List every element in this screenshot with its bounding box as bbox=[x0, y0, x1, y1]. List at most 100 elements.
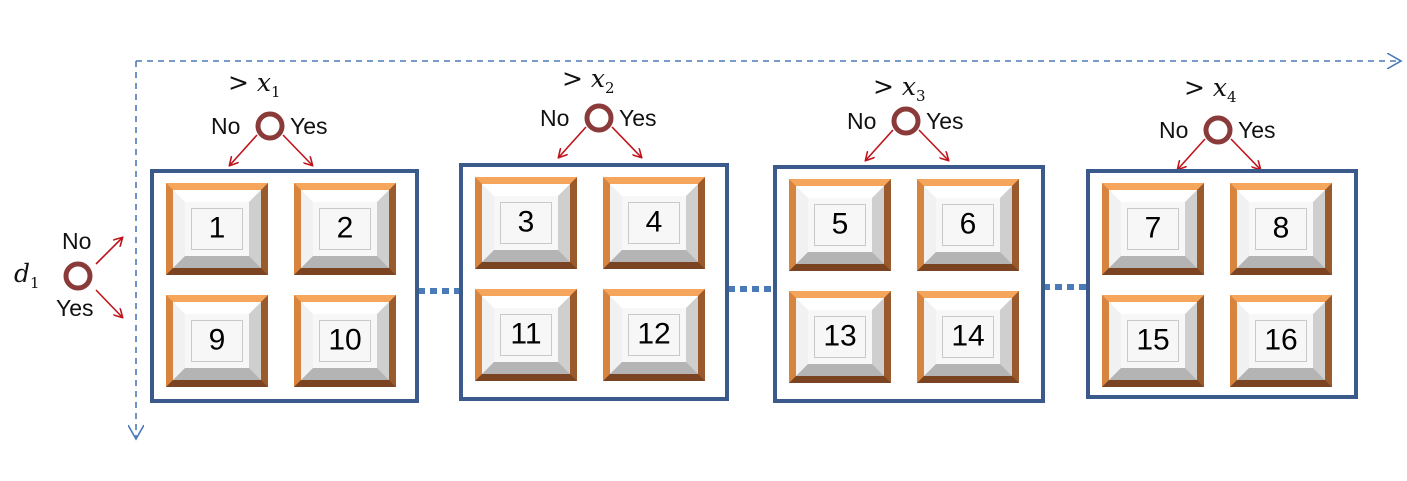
no-branch-arrow bbox=[866, 129, 894, 160]
tile-4: 4 bbox=[603, 177, 705, 269]
tile-inner-frame bbox=[1255, 208, 1307, 250]
threshold-variable: x bbox=[1212, 73, 1228, 102]
tile-inner-frame bbox=[500, 202, 552, 244]
yes-branch-arrow bbox=[1230, 138, 1260, 169]
tile-16: 16 bbox=[1230, 295, 1332, 387]
tile-number: 11 bbox=[510, 317, 542, 351]
tile-number: 9 bbox=[208, 323, 226, 357]
tile-12: 12 bbox=[603, 289, 705, 381]
tile-number: 6 bbox=[959, 207, 977, 241]
tile-number: 15 bbox=[1136, 323, 1170, 357]
tile-number: 3 bbox=[517, 205, 535, 239]
tile-10: 10 bbox=[294, 295, 396, 387]
tile-face bbox=[1237, 302, 1325, 380]
tile-number: 8 bbox=[1272, 211, 1290, 245]
tile-number: 2 bbox=[336, 211, 354, 245]
decision-node bbox=[255, 111, 285, 141]
threshold-subscript: 4 bbox=[1227, 88, 1237, 106]
tile-5: 5 bbox=[789, 179, 891, 271]
tile-inner-frame bbox=[1127, 208, 1179, 250]
decision-node bbox=[1203, 115, 1233, 145]
tile-face bbox=[610, 184, 698, 262]
tile-inner-frame bbox=[942, 204, 994, 246]
tile-number: 12 bbox=[637, 317, 671, 351]
tile-number: 7 bbox=[1144, 211, 1162, 245]
tile-1: 1 bbox=[166, 183, 268, 275]
threshold-label-1: > x1 bbox=[228, 68, 281, 101]
tile-face bbox=[482, 296, 570, 374]
threshold-variable: x bbox=[901, 72, 917, 101]
tile-inner-frame bbox=[814, 204, 866, 246]
threshold-label-2: > x2 bbox=[562, 64, 615, 97]
tile-face bbox=[1237, 190, 1325, 268]
tile-6: 6 bbox=[917, 179, 1019, 271]
tile-2: 2 bbox=[294, 183, 396, 275]
tile-group-3: 5 6 13 14 bbox=[773, 165, 1045, 403]
threshold-subscript: 3 bbox=[916, 87, 926, 105]
yes-branch-arrow bbox=[282, 134, 312, 165]
tile-inner-frame bbox=[628, 202, 680, 244]
left-yes-arrow bbox=[95, 289, 122, 317]
yes-label: Yes bbox=[619, 105, 657, 131]
decision-node bbox=[891, 106, 921, 136]
tile-7: 7 bbox=[1102, 183, 1204, 275]
tile-inner-frame bbox=[1127, 320, 1179, 362]
tile-face bbox=[301, 190, 389, 268]
tile-number: 4 bbox=[645, 205, 663, 239]
tile-face bbox=[796, 186, 884, 264]
threshold-operator: > bbox=[228, 68, 257, 97]
tile-group-4: 7 8 15 16 bbox=[1086, 169, 1358, 399]
tile-inner-frame bbox=[319, 320, 371, 362]
tile-8: 8 bbox=[1230, 183, 1332, 275]
tile-face bbox=[610, 296, 698, 374]
no-label: No bbox=[540, 105, 570, 131]
tile-number: 10 bbox=[328, 323, 362, 357]
tile-number: 1 bbox=[208, 211, 226, 245]
tile-11: 11 bbox=[475, 289, 577, 381]
tile-group-1: 1 2 9 10 bbox=[150, 169, 419, 403]
threshold-label-3: > x3 bbox=[873, 72, 926, 105]
left-variable-label: d1 bbox=[14, 259, 40, 292]
left-decision-node bbox=[63, 261, 93, 291]
left-no-arrow bbox=[95, 238, 122, 265]
tile-inner-frame bbox=[814, 316, 866, 358]
yes-label: Yes bbox=[1238, 117, 1276, 143]
no-label: No bbox=[847, 108, 877, 134]
threshold-operator: > bbox=[1184, 73, 1213, 102]
left-variable: d bbox=[14, 259, 31, 288]
yes-label: Yes bbox=[290, 113, 328, 139]
tile-inner-frame bbox=[191, 208, 243, 250]
no-branch-arrow bbox=[559, 126, 587, 157]
tile-inner-frame bbox=[942, 316, 994, 358]
yes-label: Yes bbox=[926, 108, 964, 134]
tile-face bbox=[924, 298, 1012, 376]
tile-face bbox=[1109, 190, 1197, 268]
tile-inner-frame bbox=[319, 208, 371, 250]
tile-number: 5 bbox=[831, 207, 849, 241]
tile-inner-frame bbox=[1255, 320, 1307, 362]
tile-face bbox=[173, 302, 261, 380]
tile-face bbox=[796, 298, 884, 376]
decision-node bbox=[584, 103, 614, 133]
tile-inner-frame bbox=[191, 320, 243, 362]
threshold-label-4: > x4 bbox=[1184, 73, 1237, 106]
no-branch-arrow bbox=[1178, 138, 1206, 169]
tile-number: 14 bbox=[951, 319, 985, 353]
left-no-label: No bbox=[62, 228, 92, 254]
yes-branch-arrow bbox=[918, 129, 948, 160]
no-label: No bbox=[211, 113, 241, 139]
tile-face bbox=[173, 190, 261, 268]
tile-face bbox=[301, 302, 389, 380]
tile-13: 13 bbox=[789, 291, 891, 383]
tile-face bbox=[924, 186, 1012, 264]
tile-number: 16 bbox=[1264, 323, 1298, 357]
tile-inner-frame bbox=[500, 314, 552, 356]
left-variable-subscript: 1 bbox=[30, 274, 40, 292]
no-branch-arrow bbox=[230, 134, 258, 165]
tile-inner-frame bbox=[628, 314, 680, 356]
tile-face bbox=[482, 184, 570, 262]
no-label: No bbox=[1159, 117, 1189, 143]
threshold-operator: > bbox=[562, 64, 591, 93]
tile-15: 15 bbox=[1102, 295, 1204, 387]
